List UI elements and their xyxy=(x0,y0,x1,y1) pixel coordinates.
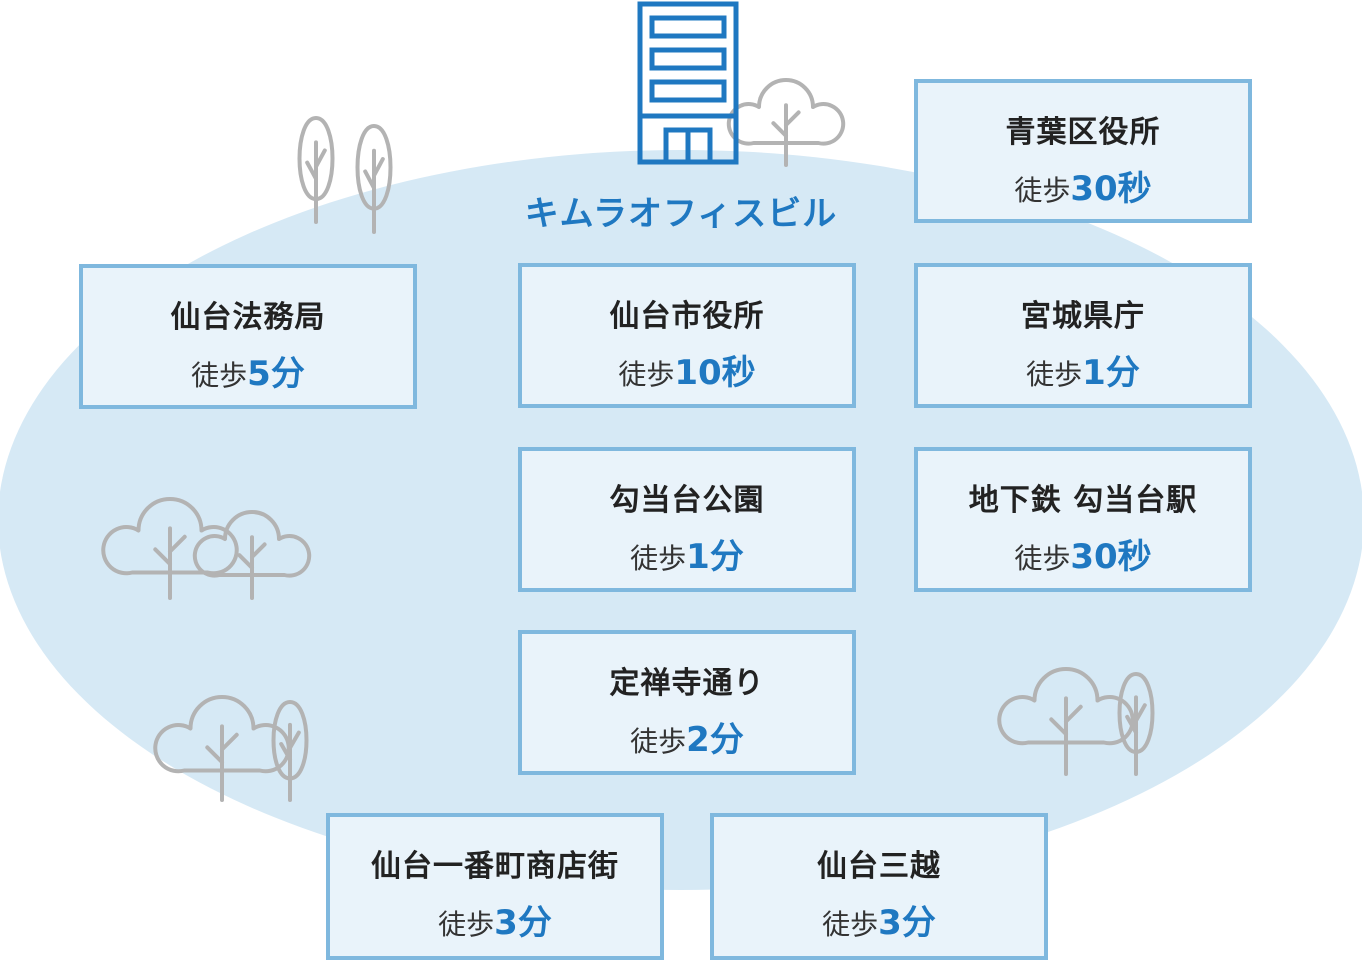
tree-branch xyxy=(784,110,801,127)
tree-branch xyxy=(1064,704,1083,724)
card-kotodai-station[interactable]: 地下鉄 勾当台駅 徒歩30秒 xyxy=(914,447,1252,592)
walk-time-value: 1分 xyxy=(1082,353,1140,393)
walk-time: 徒歩3分 xyxy=(330,895,660,944)
destination-name: 仙台三越 xyxy=(817,849,941,884)
destination-name: 宮城県庁 xyxy=(1021,299,1145,334)
walk-time: 徒歩10秒 xyxy=(522,345,852,394)
walk-prefix: 徒歩 xyxy=(191,359,248,392)
destination-name: 青葉区役所 xyxy=(1005,115,1161,150)
walk-prefix: 徒歩 xyxy=(822,908,879,941)
tree-branch xyxy=(168,534,187,554)
tree-branch xyxy=(279,742,292,762)
destination-name: 勾当台公園 xyxy=(609,483,765,518)
tree-branch xyxy=(250,542,267,559)
round-tree-icon xyxy=(192,510,312,578)
walk-time: 徒歩2分 xyxy=(522,712,852,761)
card-jozenji-dori[interactable]: 定禅寺通り 徒歩2分 xyxy=(518,630,856,775)
walk-time-value: 2分 xyxy=(686,720,744,760)
tree-branch xyxy=(372,157,385,178)
card-miyagi-prefectural-office[interactable]: 宮城県庁 徒歩1分 xyxy=(914,263,1252,408)
walk-time-value: 10秒 xyxy=(674,353,756,393)
walk-time: 徒歩3分 xyxy=(714,895,1044,944)
destination-name: 地下鉄 勾当台駅 xyxy=(968,483,1198,518)
round-tree-icon xyxy=(997,667,1135,746)
tree-branch xyxy=(153,547,172,567)
walk-prefix: 徒歩 xyxy=(438,908,495,941)
tree-branch xyxy=(363,169,376,191)
tree-branch xyxy=(1049,717,1068,737)
card-sendai-legal-affairs-bureau[interactable]: 仙台法務局 徒歩5分 xyxy=(79,264,417,409)
walk-time: 徒歩1分 xyxy=(918,345,1248,394)
tree-branch xyxy=(237,553,254,570)
walk-time-value: 3分 xyxy=(878,903,936,943)
walk-time: 徒歩30秒 xyxy=(918,529,1248,578)
building-name: キムラオフィスビル xyxy=(524,194,838,234)
tree-branch xyxy=(1125,714,1138,735)
tree-branch xyxy=(220,732,239,752)
trees-group xyxy=(101,78,1155,802)
walk-time-value: 5分 xyxy=(247,354,305,394)
walk-time: 徒歩5分 xyxy=(83,346,413,395)
card-ichibancho-shopping-street[interactable]: 仙台一番町商店街 徒歩3分 xyxy=(326,813,664,960)
card-kotodai-park[interactable]: 勾当台公園 徒歩1分 xyxy=(518,447,856,592)
tree-branch xyxy=(1134,703,1147,723)
destination-name: 仙台法務局 xyxy=(170,300,326,335)
round-tree-icon xyxy=(101,497,239,576)
round-tree-icon xyxy=(726,78,846,146)
tree-branch xyxy=(205,745,224,765)
office-building-icon xyxy=(637,1,739,165)
walk-time-value: 3分 xyxy=(494,903,552,943)
walk-prefix: 徒歩 xyxy=(1014,174,1071,207)
walk-time-value: 30秒 xyxy=(1070,537,1152,577)
card-aoba-ward-office[interactable]: 青葉区役所 徒歩30秒 xyxy=(914,79,1252,223)
walk-prefix: 徒歩 xyxy=(1026,358,1083,391)
card-sendai-city-hall[interactable]: 仙台市役所 徒歩10秒 xyxy=(518,263,856,408)
destination-name: 仙台市役所 xyxy=(609,299,765,334)
tree-branch xyxy=(771,121,788,138)
walk-time-value: 30秒 xyxy=(1070,169,1152,209)
destination-name: 仙台一番町商店街 xyxy=(371,849,619,884)
walk-prefix: 徒歩 xyxy=(630,542,687,575)
tree-branch xyxy=(314,148,327,169)
destination-name: 定禅寺通り xyxy=(609,666,765,701)
walk-time-value: 1分 xyxy=(686,537,744,577)
walk-time: 徒歩30秒 xyxy=(918,161,1248,210)
walk-prefix: 徒歩 xyxy=(1014,542,1071,575)
walk-prefix: 徒歩 xyxy=(630,725,687,758)
card-sendai-mitsukoshi[interactable]: 仙台三越 徒歩3分 xyxy=(710,813,1048,960)
walk-prefix: 徒歩 xyxy=(618,358,675,391)
tree-branch xyxy=(288,730,301,750)
walk-time: 徒歩1分 xyxy=(522,529,852,578)
tree-branch xyxy=(305,160,318,181)
